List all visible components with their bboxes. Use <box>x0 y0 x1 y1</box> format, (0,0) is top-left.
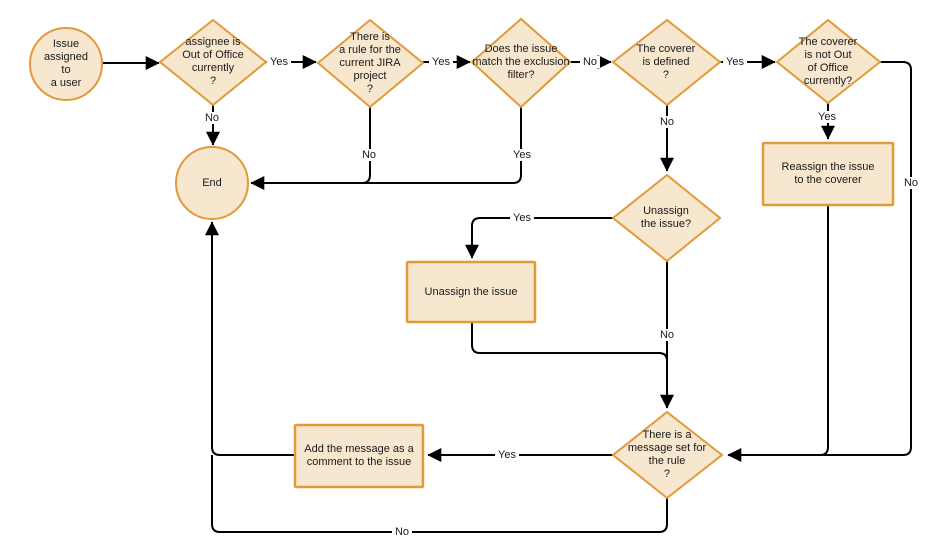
node-rule-exists-shape <box>316 18 425 109</box>
node-message-set-shape <box>611 410 724 500</box>
node-add-comment-shape <box>293 423 425 489</box>
nodes <box>29 17 895 500</box>
edge-unassign-question-yes <box>465 217 613 259</box>
node-coverer-defined-shape <box>611 18 722 107</box>
node-start-shape <box>29 27 103 101</box>
edge-coverer-not-ooo-no-to-message-set <box>727 61 912 462</box>
node-coverer-not-ooo-shape <box>775 18 882 105</box>
edge-add-comment-to-end <box>205 221 295 456</box>
node-unassign-question-shape <box>611 173 722 263</box>
node-unassign-issue-shape <box>405 260 537 324</box>
edge-rule-exists-no-join <box>350 107 371 184</box>
edge-exclusion-filter-yes-to-end <box>250 107 522 190</box>
node-reassign-issue-shape <box>761 141 895 207</box>
edge-unassign-issue-join <box>471 322 668 362</box>
node-exclusion-filter-shape <box>470 17 572 109</box>
edge-reassign-to-message-set-join <box>760 205 829 456</box>
node-end-shape <box>175 146 249 220</box>
edge-message-set-no-join <box>211 455 668 533</box>
node-assignee-ooo-shape <box>158 18 268 107</box>
